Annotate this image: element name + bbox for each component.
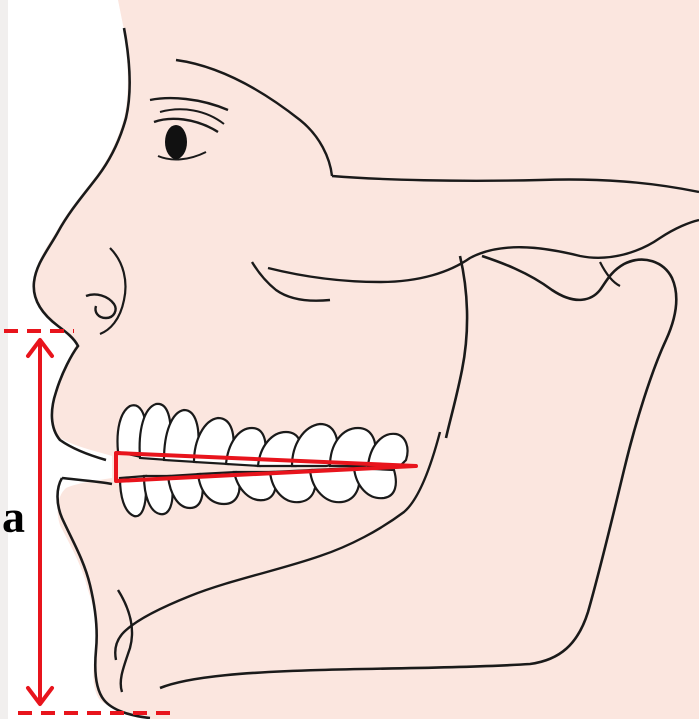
face-skin-fill: [34, 0, 699, 719]
eye-pupil: [165, 125, 187, 159]
measurement-label-a: a: [2, 494, 25, 540]
left-border-texture: [0, 0, 8, 719]
double-headed-arrow-icon: [28, 340, 52, 704]
